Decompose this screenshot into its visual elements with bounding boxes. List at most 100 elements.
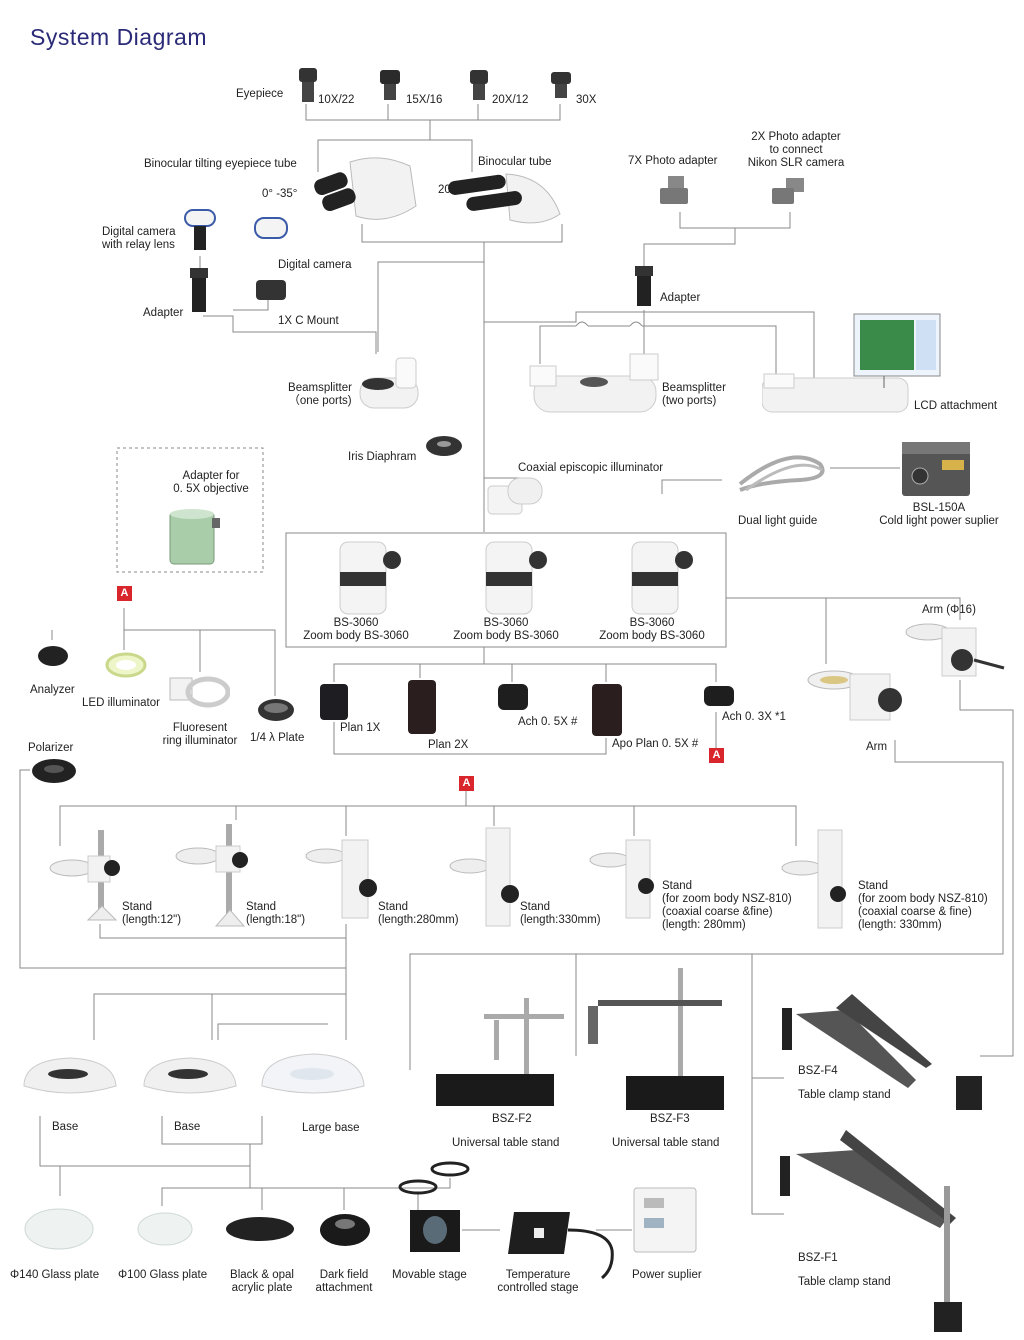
stand-nsz-330-line-2: (for zoom body NSZ-810) [858,893,988,905]
tilting-tube-label: Binocular tilting eyepiece tube [144,158,297,170]
analyzer-image [38,646,68,666]
dark-field-label: Dark field attachment [304,1269,384,1295]
objective-ach03x-image [704,686,734,706]
power-supplier-image [633,1187,697,1253]
stand-12-line-1: Stand [122,901,153,913]
zoom-body-3-model: BS-3060 [629,617,675,629]
zoom-body-1-image [339,541,401,615]
stand-12-line-2: (length:12") [122,914,182,926]
eyepiece-20x-image [470,70,488,100]
universal-stand-f2-image [436,998,564,1106]
arm-label: Arm [866,741,888,753]
glass-plate-100-label: Φ100 Glass plate [118,1269,208,1281]
c-mount-label: 1X C Mount [278,315,339,327]
stand-nsz-330-line-4: (length: 330mm) [858,919,942,931]
digital-camera-image [254,217,288,239]
beamsplitter-two-line-1: Beamsplitter [662,382,726,394]
stand-18-image [175,824,248,927]
lcd-attachment-label: LCD attachment [914,400,998,412]
digital-camera-relay-image [184,209,216,250]
binocular-tube-image [448,173,561,224]
base-1-label: Base [52,1121,79,1133]
universal-f3-desc: Universal table stand [612,1137,720,1149]
clamp-f4-model: BSZ-F4 [798,1065,838,1077]
tilting-tube-image [314,157,417,220]
zoom-body-3-image [631,541,693,615]
beamsplitter-one-image [359,357,419,409]
universal-f2-desc: Universal table stand [452,1137,560,1149]
stand-330-label: Stand (length:330mm) [520,901,601,927]
eyepiece-30x-image [551,72,571,98]
power-supplier-label: Power suplier [632,1269,702,1281]
beamsplitter-two-line-2: (two ports) [662,395,717,407]
arm-image [807,670,902,721]
movable-stage-image [410,1210,460,1252]
page-title: System Diagram [30,24,207,50]
temperature-stage-label: Temperature controlled stage [488,1269,588,1295]
glass-plate-100-image [137,1212,193,1246]
stand-18-line-2: (length:18") [246,914,306,926]
zoom-body-2-label: BS-3060 Zoom body BS-3060 [446,617,566,643]
stand-nsz-280-label: Stand (for zoom body NSZ-810) (coaxial c… [662,880,792,932]
stand-330-line-1: Stand [520,901,551,913]
adapter-left-image [190,268,208,312]
stand-nsz-280-image [589,839,654,919]
clamp-stand-f4-image [782,994,982,1110]
eyepiece-10x-image [299,68,317,102]
led-illuminator-label: LED illuminator [82,697,160,709]
stand-nsz-280-line-2: (for zoom body NSZ-810) [662,893,792,905]
zoom-body-2-image [485,541,547,615]
quarter-plate-label: 1/4 λ Plate [250,732,305,744]
dark-field-line-2: attachment [315,1282,373,1294]
analyzer-label: Analyzer [30,684,75,696]
base-2-label: Base [174,1121,201,1133]
fluorescent-line-1: Fluoresent [172,722,228,734]
stand-nsz-330-line-3: (coaxial coarse & fine) [858,906,972,918]
large-base-image [261,1053,365,1094]
clamp-f4-desc: Table clamp stand [798,1089,891,1101]
coaxial-label: Coaxial episcopic illuminator [518,462,664,474]
stand-nsz-330-label: Stand (for zoom body NSZ-810) (coaxial c… [858,880,988,932]
zoom-body-2-desc: Zoom body BS-3060 [453,630,559,642]
temperature-stage-image [508,1212,614,1280]
fluorescent-ring-image [169,676,230,708]
stand-12-label: Stand (length:12") [122,901,181,927]
cold-light-model: BSL-150A [912,502,966,514]
coaxial-illuminator-image [487,477,543,515]
stand-nsz-280-line-3: (coaxial coarse &fine) [662,906,773,918]
adapter-right-image [635,266,653,306]
clamp-f1-model: BSZ-F1 [798,1252,838,1264]
objective-apo05x-image [592,684,622,736]
badge-a-objectives: A [459,776,474,791]
photo-2x-line-1: 2X Photo adapter [751,131,841,143]
arm-16-image [905,623,1005,677]
adapter-left-label: Adapter [143,307,184,319]
stand-nsz-330-image [781,829,846,929]
stand-18-label: Stand (length:18") [246,901,305,927]
beamsplitter-one-line-2: （one ports) [288,395,352,407]
eyepiece-20x-label: 20X/12 [492,94,529,106]
tilt-angle-label: 0° -35° [262,188,298,200]
beamsplitter-one-line-1: Beamsplitter [288,382,352,394]
universal-f2-model: BSZ-F2 [492,1113,532,1125]
black-opal-line-1: Black & opal [230,1269,294,1281]
cold-light-label: BSL-150A Cold light power suplier [872,502,1006,528]
digital-camera-relay-line-2: with relay lens [102,239,175,251]
c-mount-image [256,280,286,300]
movable-stage-label: Movable stage [392,1269,467,1281]
beamsplitter-two-label: Beamsplitter (two ports) [662,382,726,408]
badge-a-accessories: A [117,586,132,601]
beamsplitter-one-label: Beamsplitter （one ports) [284,382,356,408]
iris-diaphragm-image [426,436,462,456]
digital-camera-relay-line-1: Digital camera [102,226,176,238]
fluorescent-label: Fluoresent ring illuminator [156,722,244,748]
zoom-body-1-model: BS-3060 [333,617,379,629]
temperature-stage-line-2: controlled stage [497,1282,579,1294]
photo-2x-label: 2X Photo adapter to connect Nikon SLR ca… [744,131,848,170]
binocular-tube-label: Binocular tube [478,156,552,168]
cold-light-desc: Cold light power suplier [879,515,999,527]
quarter-wave-plate-image [258,699,294,721]
objective-plan2x-label: Plan 2X [428,739,469,751]
black-opal-line-2: acrylic plate [231,1282,293,1294]
digital-camera-relay-label: Digital camera with relay lens [102,226,176,252]
